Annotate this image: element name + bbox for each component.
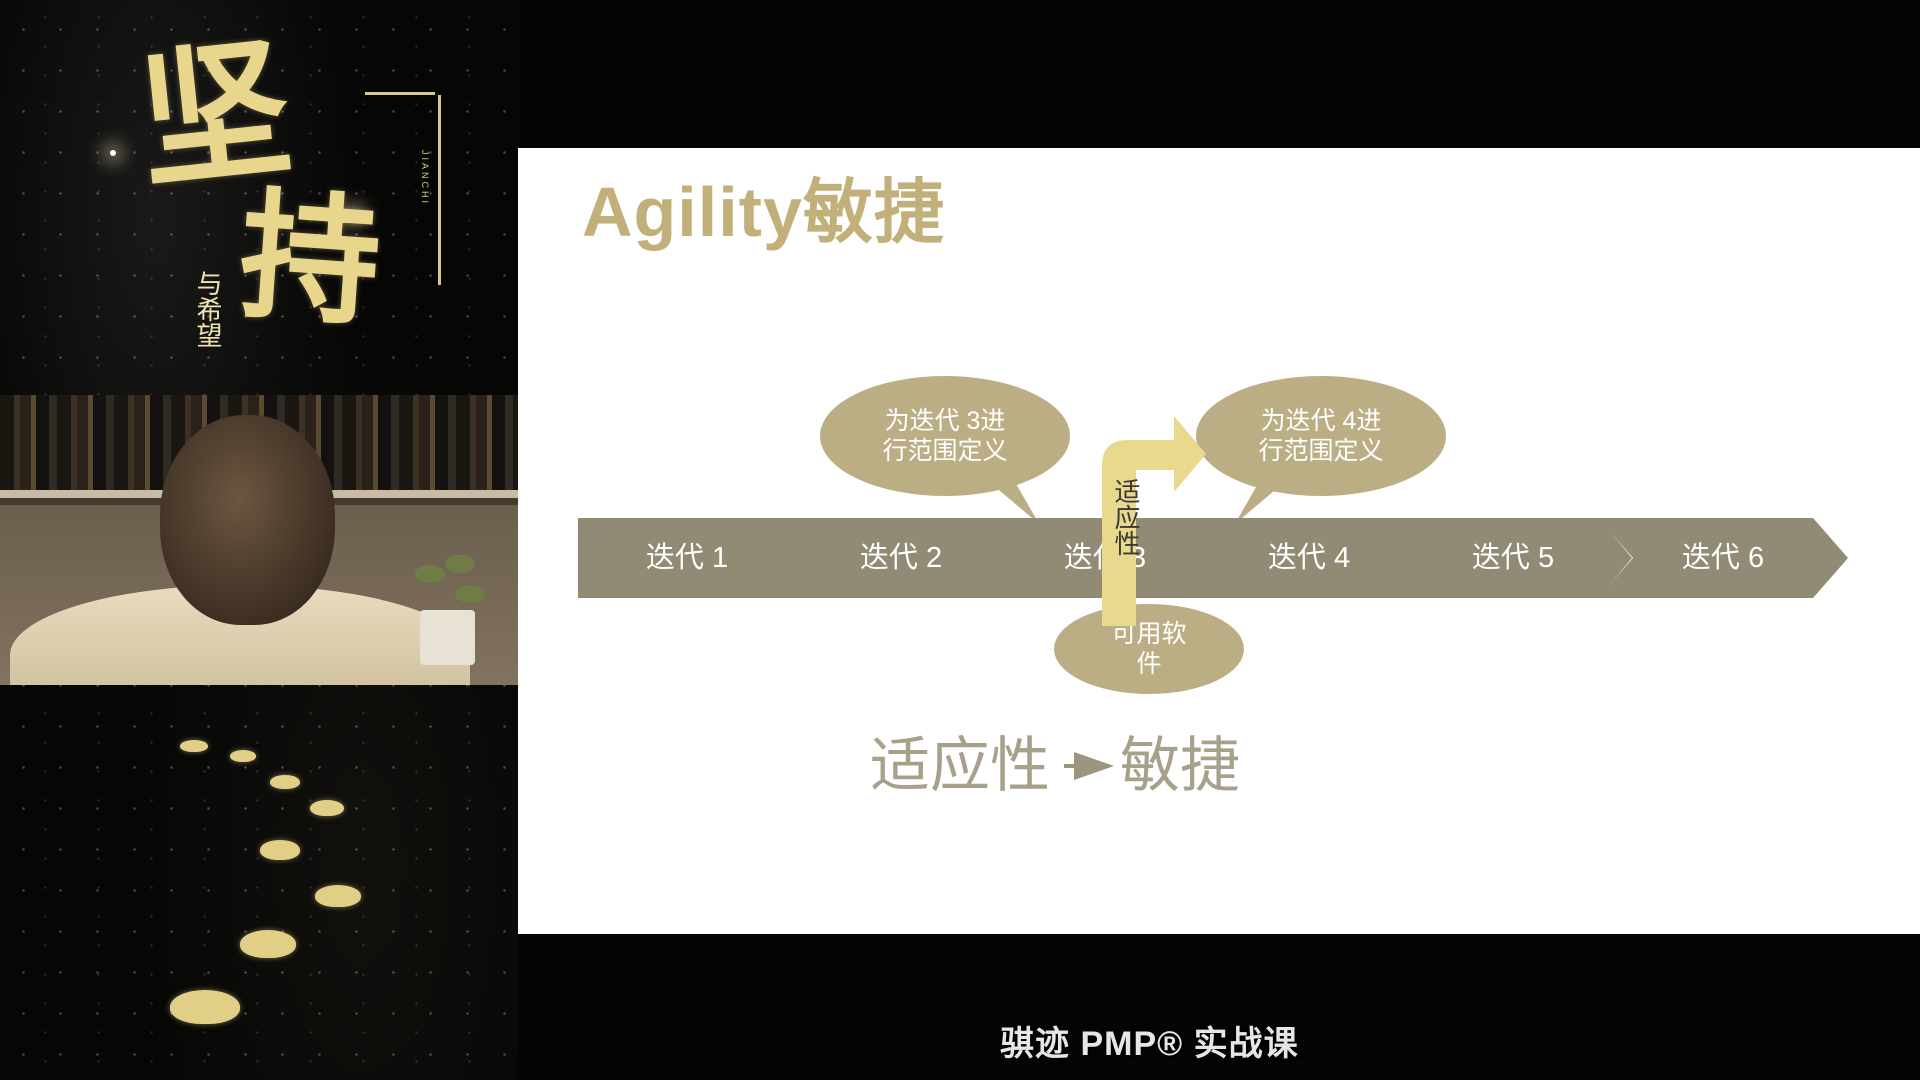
footprints-decoration [140, 720, 400, 1040]
glowing-star-decoration [348, 210, 358, 220]
callout-text: 为迭代 4进行范围定义 [1258, 407, 1384, 465]
calligraphy-subtitle: 与希望 [192, 270, 222, 348]
calligraphy-character: 坚 [131, 19, 299, 211]
usable-software-text: 可用软件 [1111, 620, 1187, 678]
callout-text: 为迭代 3进行范围定义 [882, 407, 1008, 465]
speaker [10, 415, 470, 685]
speaker-head [160, 415, 335, 625]
callout-bubble-iteration-4: 为迭代 4进行范围定义 [1196, 376, 1446, 534]
glowing-star-decoration [110, 150, 116, 156]
formula-from-text: 适应性 [870, 732, 1050, 799]
calligraphy-character: 持 [234, 173, 386, 347]
plant-decoration [410, 545, 490, 665]
decorative-line [438, 95, 441, 285]
adaptive-label: 适应性 [1111, 478, 1141, 556]
calligraphy-artwork: 坚 持 与希望 JIANCHI [120, 20, 441, 380]
right-arrow-icon [1064, 752, 1114, 780]
iteration-chevron-5: 迭代 5 [1394, 518, 1632, 598]
presentation-slide: Agility敏捷 为迭代 3进行范围定义 为迭代 4进行范围定义 迭代 1 迭… [518, 148, 1920, 934]
iteration-label: 迭代 6 [1681, 542, 1765, 574]
callout-bubble-iteration-3: 为迭代 3进行范围定义 [820, 376, 1070, 534]
iteration-timeline: 迭代 1 迭代 2 迭代 3 迭代 4 迭代 5 迭代 6 [578, 518, 1878, 598]
iteration-label: 迭代 1 [645, 542, 729, 574]
adaptive-bent-arrow [1102, 416, 1206, 626]
iteration-label: 迭代 5 [1471, 542, 1555, 574]
decorative-line [365, 92, 435, 95]
iteration-label: 迭代 4 [1267, 542, 1351, 574]
course-caption: 骐迹 PMP® 实战课 [1000, 1025, 1299, 1063]
iteration-label: 迭代 2 [859, 542, 943, 574]
plant-pot [420, 610, 475, 665]
iteration-chevron-6: 迭代 6 [1598, 518, 1848, 598]
iteration-chevron-4: 迭代 4 [1190, 518, 1428, 598]
iteration-chevron-2: 迭代 2 [782, 518, 1020, 598]
formula-to-text: 敏捷 [1120, 732, 1240, 799]
calligraphy-romanization: JIANCHI [420, 150, 430, 207]
slide-title: Agility敏捷 [582, 173, 945, 251]
adaptive-arrow-shape [1102, 416, 1206, 626]
decorative-poster: 坚 持 与希望 JIANCHI [0, 0, 518, 1080]
iteration-chevron-1: 迭代 1 [578, 518, 816, 598]
speaker-webcam-feed [0, 395, 518, 685]
adaptive-to-agile-formula: 适应性 敏捷 [870, 726, 1240, 806]
